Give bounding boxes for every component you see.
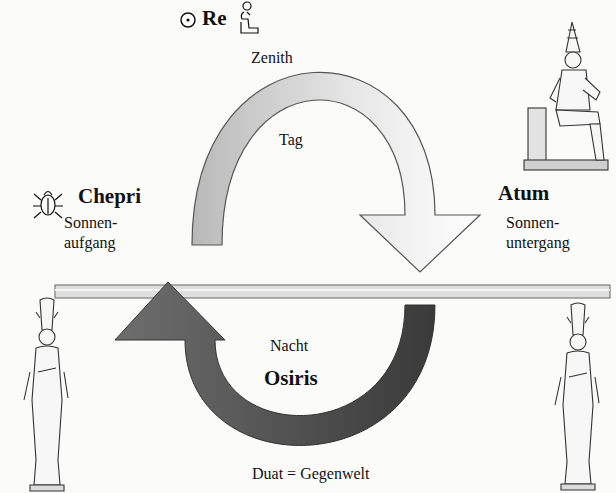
- scarab-icon: [33, 192, 63, 219]
- phase-label: Sonnen- aufgang: [64, 213, 140, 253]
- time-label: Tag: [279, 130, 303, 150]
- deity-name: Atum: [498, 183, 549, 203]
- horizon-bar: [55, 285, 610, 298]
- deity-name: Chepri: [78, 186, 141, 206]
- night-arc-arrow: [115, 282, 435, 445]
- deity-name: Re: [202, 8, 227, 28]
- deity-name: Osiris: [264, 368, 318, 388]
- atum-figure: [524, 22, 608, 170]
- re-hieroglyph: [241, 2, 258, 33]
- time-label: Nacht: [270, 336, 308, 356]
- osiris-figure: [555, 303, 599, 490]
- underworld-label: Duat = Gegenwelt: [252, 464, 369, 484]
- osiris-figure: [24, 298, 68, 491]
- sun-symbol: [181, 13, 195, 27]
- phase-label: Sonnen- untergang: [506, 213, 592, 253]
- day-arc-arrow: [192, 72, 480, 272]
- position-label: Zenith: [251, 48, 293, 68]
